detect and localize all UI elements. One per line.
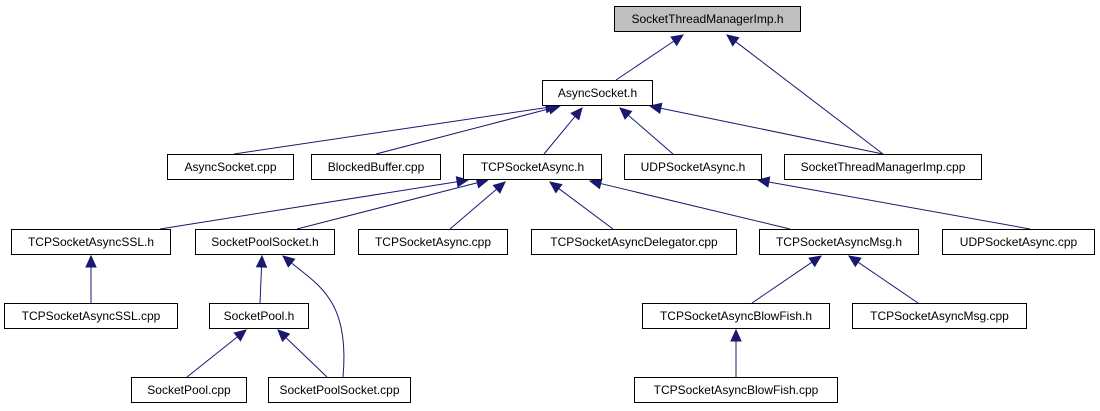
edge-line — [615, 40, 675, 81]
edge-stmCpp-to-asyncH — [648, 102, 884, 155]
edge-spsCpp-to-spH — [277, 329, 328, 378]
edge-tcpH-to-asyncH — [543, 107, 583, 155]
file-node-label: SocketThreadManagerImp.h — [631, 12, 784, 26]
file-node-blocked[interactable]: BlockedBuffer.cpp — [311, 154, 441, 180]
file-node-label: TCPSocketAsyncSSL.cpp — [21, 309, 161, 323]
file-node-udpH[interactable]: UDPSocketAsync.h — [624, 154, 762, 180]
file-node-label: TCPSocketAsync.h — [480, 160, 585, 174]
file-node-tcpCpp[interactable]: TCPSocketAsync.cpp — [358, 229, 508, 255]
file-node-label: AsyncSocket.cpp — [184, 160, 277, 174]
arrowhead-icon — [492, 181, 506, 194]
file-node-tcpH[interactable]: TCPSocketAsync.h — [463, 154, 602, 180]
file-node-spCpp[interactable]: SocketPool.cpp — [131, 377, 247, 403]
edge-tcpCpp-to-tcpH — [449, 181, 506, 230]
arrowhead-icon — [848, 255, 862, 268]
file-node-bfH[interactable]: TCPSocketAsyncBlowFish.h — [642, 303, 830, 329]
edge-line — [159, 181, 458, 230]
edge-line — [259, 266, 263, 304]
edge-line — [600, 183, 791, 230]
edge-bfCpp-to-bfH — [730, 328, 742, 377]
arrowhead-icon — [588, 178, 603, 190]
arrowhead-icon — [233, 329, 247, 342]
edge-line — [857, 261, 919, 304]
edge-delCpp-to-tcpH — [549, 181, 614, 230]
file-node-label: TCPSocketAsyncMsg.cpp — [870, 309, 1009, 323]
edge-stmCpp-to-root — [726, 34, 884, 155]
arrowhead-icon — [670, 34, 685, 47]
edge-line — [627, 114, 674, 155]
arrowhead-icon — [277, 329, 291, 343]
edge-spsCpp-to-spsH — [282, 255, 345, 378]
file-node-label: TCPSocketAsync.cpp — [374, 235, 492, 249]
edge-line — [660, 107, 884, 155]
edge-sslCpp-to-sslH — [85, 254, 97, 303]
arrowhead-icon — [570, 107, 583, 121]
edge-udpCpp-to-udpH — [756, 176, 1031, 230]
file-node-label: UDPSocketAsync.h — [640, 160, 746, 174]
edge-line — [186, 336, 238, 378]
file-node-spsH[interactable]: SocketPoolSocket.h — [195, 229, 335, 255]
file-node-label: SocketPoolSocket.h — [211, 235, 319, 249]
edge-line — [751, 261, 813, 304]
file-node-label: BlockedBuffer.cpp — [327, 160, 425, 174]
file-node-sslCpp[interactable]: TCPSocketAsyncSSL.cpp — [4, 303, 178, 329]
file-node-label: SocketPool.cpp — [147, 383, 231, 397]
file-node-label: TCPSocketAsyncMsg.h — [775, 235, 903, 249]
arrowhead-icon — [549, 181, 563, 194]
edge-line — [449, 188, 497, 230]
file-node-label: TCPSocketAsyncSSL.h — [27, 235, 155, 249]
edge-spCpp-to-spH — [186, 329, 247, 378]
edge-line — [285, 337, 328, 378]
arrowhead-icon — [619, 107, 633, 120]
file-node-sslH[interactable]: TCPSocketAsyncSSL.h — [11, 229, 171, 255]
file-node-spsCpp[interactable]: SocketPoolSocket.cpp — [268, 377, 411, 403]
edge-line — [768, 181, 1031, 230]
file-node-bfCpp[interactable]: TCPSocketAsyncBlowFish.cpp — [634, 377, 838, 403]
edge-msgH-to-tcpH — [588, 178, 791, 230]
file-node-label: SocketThreadManagerImp.cpp — [800, 160, 966, 174]
file-node-stmCpp[interactable]: SocketThreadManagerImp.cpp — [784, 154, 982, 180]
edge-bfH-to-msgH — [751, 255, 822, 304]
file-node-label: AsyncSocket.h — [557, 86, 638, 100]
file-node-asyncH[interactable]: AsyncSocket.h — [542, 80, 653, 106]
edge-line — [558, 188, 614, 230]
edge-line — [543, 116, 576, 155]
file-node-label: TCPSocketAsyncBlowFish.cpp — [653, 383, 819, 397]
edge-line — [291, 262, 345, 378]
file-node-label: SocketPool.h — [223, 309, 295, 323]
edge-spH-to-spsH — [255, 254, 268, 304]
file-node-udpCpp[interactable]: UDPSocketAsync.cpp — [942, 229, 1095, 255]
file-node-label: SocketPoolSocket.cpp — [279, 383, 400, 397]
edge-line — [233, 107, 547, 155]
edge-asyncCpp-to-asyncH — [233, 101, 559, 155]
edge-udpH-to-asyncH — [619, 107, 674, 155]
file-node-label: TCPSocketAsyncBlowFish.h — [659, 309, 813, 323]
arrowhead-icon — [730, 328, 742, 342]
edge-sslH-to-tcpH — [159, 176, 470, 230]
arrowhead-icon — [726, 34, 740, 47]
file-node-msgCpp[interactable]: TCPSocketAsyncMsg.cpp — [852, 303, 1027, 329]
arrowhead-icon — [808, 255, 822, 268]
edge-line — [735, 41, 884, 155]
edge-line — [296, 182, 478, 230]
file-node-asyncCpp[interactable]: AsyncSocket.cpp — [167, 154, 294, 180]
arrowhead-icon — [85, 254, 97, 268]
arrowhead-icon — [255, 254, 268, 268]
file-node-msgH[interactable]: TCPSocketAsyncMsg.h — [759, 229, 919, 255]
file-node-delCpp[interactable]: TCPSocketAsyncDelegator.cpp — [531, 229, 737, 255]
edge-line — [375, 108, 550, 155]
file-node-root: SocketThreadManagerImp.h — [614, 6, 801, 32]
edge-asyncH-to-root — [615, 34, 685, 81]
file-node-label: TCPSocketAsyncDelegator.cpp — [550, 235, 718, 249]
edge-msgCpp-to-msgH — [848, 255, 919, 304]
file-node-spH[interactable]: SocketPool.h — [209, 303, 309, 329]
file-node-label: UDPSocketAsync.cpp — [959, 235, 1078, 249]
arrowhead-icon — [282, 255, 296, 268]
